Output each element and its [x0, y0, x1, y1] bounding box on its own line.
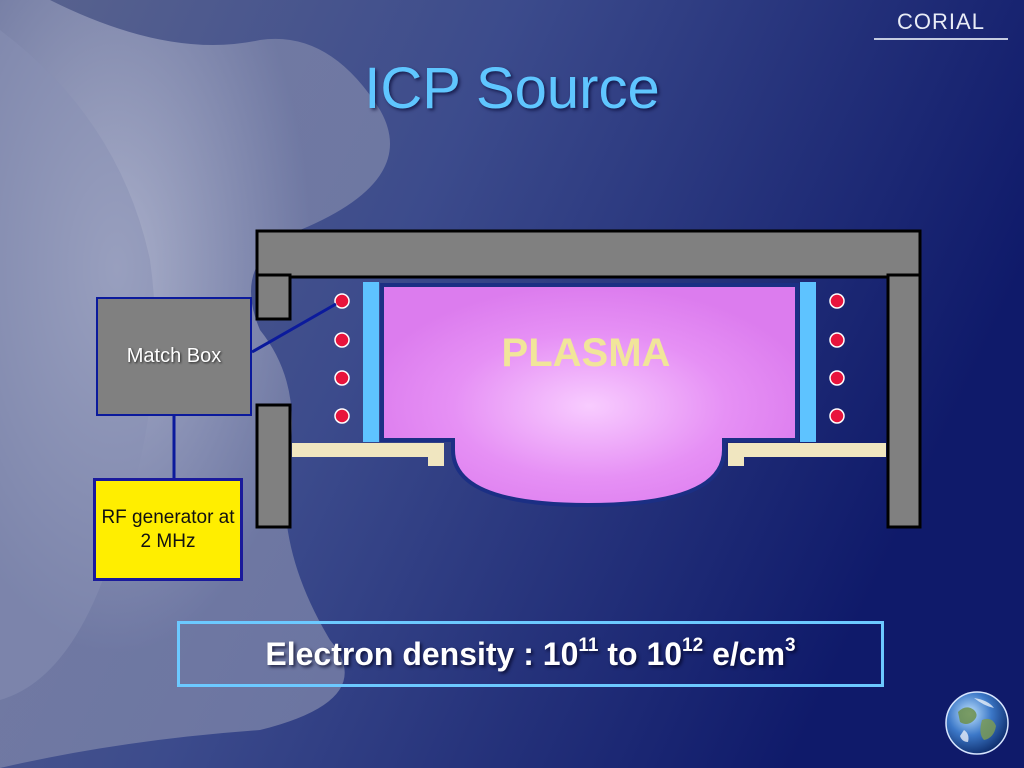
density-exponent-2: 12	[682, 635, 704, 656]
left-upper-wall	[255, 273, 292, 321]
coil-dot	[829, 332, 845, 348]
logo-text: CORIAL	[897, 9, 985, 34]
match-box-label: Match Box	[126, 345, 222, 367]
rf-generator-label: RF generator at 2 MHz	[101, 506, 235, 552]
coil-dot	[334, 408, 350, 424]
density-prefix: Electron density : 10	[265, 636, 579, 672]
match-box: Match Box	[96, 297, 252, 416]
coil-dot	[829, 370, 845, 386]
coil-dot	[829, 293, 845, 309]
coil-dots-left	[334, 293, 350, 424]
density-suffix: e/cm	[703, 636, 786, 672]
electron-density-box: Electron density : 1011 to 1012 e/cm3	[177, 621, 884, 687]
matchbox-to-coil-line	[251, 302, 337, 354]
coil-dot	[829, 408, 845, 424]
coil-dots-right	[829, 293, 845, 424]
coil-dot	[334, 332, 350, 348]
left-lower-wall	[255, 403, 292, 529]
rf-generator-box: RF generator at 2 MHz	[93, 478, 243, 581]
corial-logo: CORIAL	[874, 8, 1008, 40]
left-liner	[292, 443, 444, 466]
coil-dot	[334, 370, 350, 386]
density-text: Electron density : 1011 to 1012 e/cm3	[265, 635, 795, 673]
coil-dot	[334, 293, 350, 309]
globe-icon	[945, 691, 1009, 755]
density-exponent-1: 11	[578, 635, 599, 656]
dielectric-left	[363, 282, 379, 442]
plasma-region	[380, 283, 799, 508]
density-exponent-3: 3	[785, 635, 796, 656]
slide-title: ICP Source	[364, 56, 660, 121]
plasma-label: PLASMA	[502, 331, 671, 375]
right-liner	[728, 443, 886, 466]
right-wall	[886, 273, 922, 529]
dielectric-right	[800, 282, 816, 442]
density-mid: to 10	[598, 636, 683, 672]
chamber-lid	[255, 229, 922, 279]
